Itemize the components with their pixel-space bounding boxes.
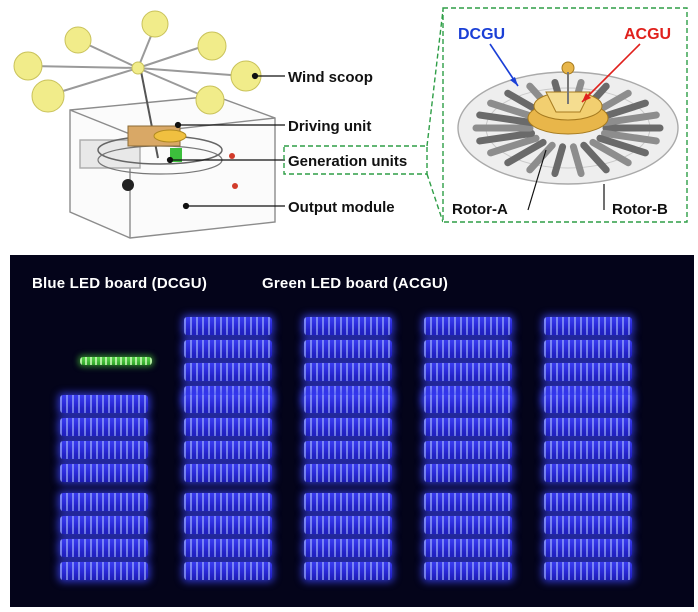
blue-led-strip [424,493,512,511]
acgu-label: ACGU [624,26,671,43]
blue-led-strip [60,464,148,482]
blue-led-strip [184,539,272,557]
blue-led-strip [424,516,512,534]
blue-led-strip [424,363,512,381]
blue-led-strip [544,493,632,511]
blue-led-strip [424,562,512,580]
blue-led-strip [184,317,272,335]
blue-led-strip [60,539,148,557]
led-board [540,395,636,487]
led-board [56,395,152,487]
blue-led-strip [424,464,512,482]
blue-led-strip [184,516,272,534]
blue-led-strip [304,418,392,436]
blue-led-strip [184,418,272,436]
blue-led-strip [60,516,148,534]
rotor-a-label: Rotor-A [452,201,508,218]
blue-led-strip [424,395,512,413]
blue-led-strip [424,340,512,358]
blue-led-strip [424,539,512,557]
blue-led-caption: Blue LED board (DCGU) [32,275,207,292]
blue-led-strip [544,516,632,534]
blue-led-strip [60,418,148,436]
wind-scoop-cups [14,11,261,114]
blue-led-strip [184,562,272,580]
blue-led-strip [60,562,148,580]
blue-led-strip [304,340,392,358]
green-led-strip [80,357,152,365]
blue-led-strip [184,340,272,358]
blue-led-strip [184,493,272,511]
zoom-connectors [427,10,443,222]
blue-led-strip [60,441,148,459]
blue-led-strip [424,441,512,459]
led-board [180,395,276,487]
blue-led-strip [304,516,392,534]
blue-led-strip [184,395,272,413]
wind-scoop-label: Wind scoop [288,69,373,86]
blue-led-strip [544,539,632,557]
blue-led-strip [544,562,632,580]
blue-led-strip [304,464,392,482]
led-board [420,493,516,585]
led-photo: Blue LED board (DCGU) Green LED board (A… [10,255,694,607]
blue-led-strip [424,418,512,436]
blue-led-strip [304,562,392,580]
blue-led-strip [184,464,272,482]
blue-led-strip [424,317,512,335]
blue-led-strip [184,441,272,459]
led-board [56,493,152,585]
driving-unit-label: Driving unit [288,118,371,135]
generation-units-label: Generation units [288,153,407,170]
dcgu-label: DCGU [458,26,505,43]
blue-led-strip [304,493,392,511]
blue-led-strip [304,317,392,335]
led-board [420,395,516,487]
green-led-caption: Green LED board (ACGU) [262,275,448,292]
blue-led-strip [544,340,632,358]
blue-led-strip [544,418,632,436]
blue-led-strip [304,539,392,557]
led-board [300,493,396,585]
device-diagram: Wind scoop Driving unit Generation units… [0,0,698,250]
blue-led-strip [544,464,632,482]
blue-led-strip [544,441,632,459]
blue-led-strip [60,493,148,511]
blue-led-strip [304,395,392,413]
enclosure-box [70,96,275,238]
blue-led-strip [544,363,632,381]
output-module-label: Output module [288,199,395,216]
led-board [180,493,276,585]
blue-led-strip [60,395,148,413]
rotor-b-label: Rotor-B [612,201,668,218]
blue-led-strip [544,395,632,413]
blue-led-strip [544,317,632,335]
blue-led-strip [304,441,392,459]
led-board [540,493,636,585]
blue-led-strip [304,363,392,381]
blue-led-strip [184,363,272,381]
led-board [300,395,396,487]
